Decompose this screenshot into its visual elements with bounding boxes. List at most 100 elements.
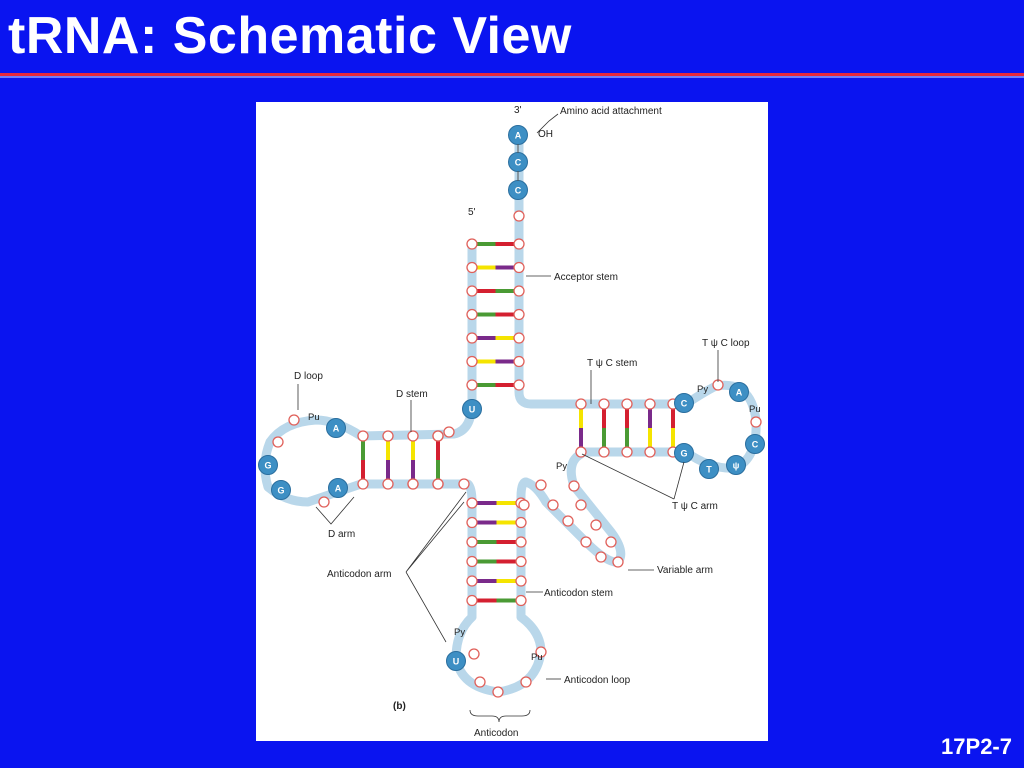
t-stem-py: Py [556,461,567,472]
d-arm-label: D arm [328,529,355,540]
nucleotide-circle [726,455,746,475]
nucleotide-dot [595,551,607,563]
three-prime-label: 3' [514,105,522,116]
nucleotide-letter: ψ [733,461,740,471]
nucleotide-dot [515,516,527,529]
anticodon-arm-label: Anticodon arm [327,569,391,580]
nucleotide-circle [745,434,765,454]
nucleotide-dot [474,676,486,688]
acceptor-stem-label: Acceptor stem [554,272,618,283]
nucleotide-dot [288,414,300,426]
nucleotide-dot [644,446,656,458]
nucleotide-dot [621,398,633,410]
nucleotide-dot [513,285,525,297]
nucleotide-dot [547,499,559,511]
oh-label: OH [538,129,553,140]
nucleotide-circle [328,478,348,498]
backbone-acceptor-3prime [514,130,691,409]
nucleotide-dot [466,516,478,529]
t-loop-label: T ψ C loop [702,338,750,349]
nucleotide-letter: A [333,424,340,434]
nucleotide-circle [326,418,346,438]
amino-acid-leader [536,113,559,134]
anticodon-arm-leader [405,491,467,643]
nucleotide-dot [443,426,455,438]
title-rule-shadow [0,76,1024,78]
nucleotide-letter: U [453,657,460,667]
nucleotide-dot [272,436,284,448]
nucleotide-dot [515,594,527,607]
u-junction-nucleotide: U [462,399,482,419]
nucleotide-dot [432,478,444,490]
trna-diagram: A C C U C A C ψ T G A [258,105,765,739]
nucleotide-dot [466,497,478,509]
nucleotide-circle [462,399,482,419]
d-stem-label: D stem [396,389,428,400]
t-arm-label: T ψ C arm [672,501,718,512]
variable-arm-label: Variable arm [657,565,713,576]
nucleotide-dot [515,536,527,548]
nucleotide-dot [644,398,656,410]
nucleotide-dot [580,536,592,548]
nucleotide-letter: C [681,399,688,409]
nucleotide-dot [513,308,525,321]
nucleotide-letter: G [264,461,271,471]
backbone [260,130,761,697]
nucleotide-letter: A [515,131,522,141]
nucleotide-dot [466,594,478,607]
nucleotide-letter: C [515,186,522,196]
nucleotide-dot [466,285,478,297]
nucleotide-dot [515,555,527,568]
nucleotide-dot [407,430,419,442]
nucleotide-dot [515,575,527,587]
nucleotide-letter: G [680,449,687,459]
title-rule [0,73,1024,76]
nucleotide-dot [535,646,547,658]
nucleotide-dot [513,355,525,368]
nucleotide-dot [466,238,478,250]
nucleotide-letter: A [335,484,342,494]
d-loop-nucleotides: A G G A [258,418,348,500]
nucleotide-letter: C [515,158,522,168]
nucleotide-circle [446,651,466,671]
backbone-acceptor-5prime [356,239,477,441]
anticodon-label: Anticodon [474,728,518,739]
trna-figure: A C C U C A C ψ T G A [256,102,768,741]
acceptor-end-nucleotides: A C C [508,125,528,200]
t-stem-label: T ψ C stem [587,358,637,369]
d-loop-label: D loop [294,371,323,382]
nucleotide-circle [699,459,719,479]
t-arm-leader [581,453,685,500]
nucleotide-letter: C [752,440,759,450]
nucleotide-dot [407,478,419,490]
nucleotide-dot [466,555,478,568]
nucleotide-circle [729,382,749,402]
nucleotide-dot [513,379,525,391]
nucleotide-dot [466,355,478,368]
nucleotide-dot [513,332,525,344]
nucleotide-dot [621,446,633,458]
nucleotide-dot [590,519,602,531]
nucleotide-dot [535,479,547,491]
nucleotide-dot [466,261,478,274]
anticodon-u-nucleotide: U [446,651,466,671]
nucleotide-dot [520,676,532,688]
anticodon-loop-label: Anticodon loop [564,675,631,686]
nucleotide-dot [466,536,478,548]
nucleotide-dot [492,686,504,698]
anticodon-pu: Pu [531,652,543,663]
nucleotide-dot [513,210,525,222]
nucleotide-dot [458,478,470,490]
nucleotide-dot [562,515,574,527]
slide-number: 17P2-7 [941,734,1012,759]
nucleotide-dot [598,398,610,410]
nucleotide-dot [468,648,480,660]
nucleotide-dot [575,499,587,511]
nucleotide-dot [612,556,624,568]
nucleotide-dot [466,308,478,321]
nucleotide-dot [513,238,525,250]
nucleotide-dot [605,536,617,548]
nucleotide-circle [674,393,694,413]
nucleotide-dot [518,499,530,511]
nucleotide-dot [318,496,330,508]
